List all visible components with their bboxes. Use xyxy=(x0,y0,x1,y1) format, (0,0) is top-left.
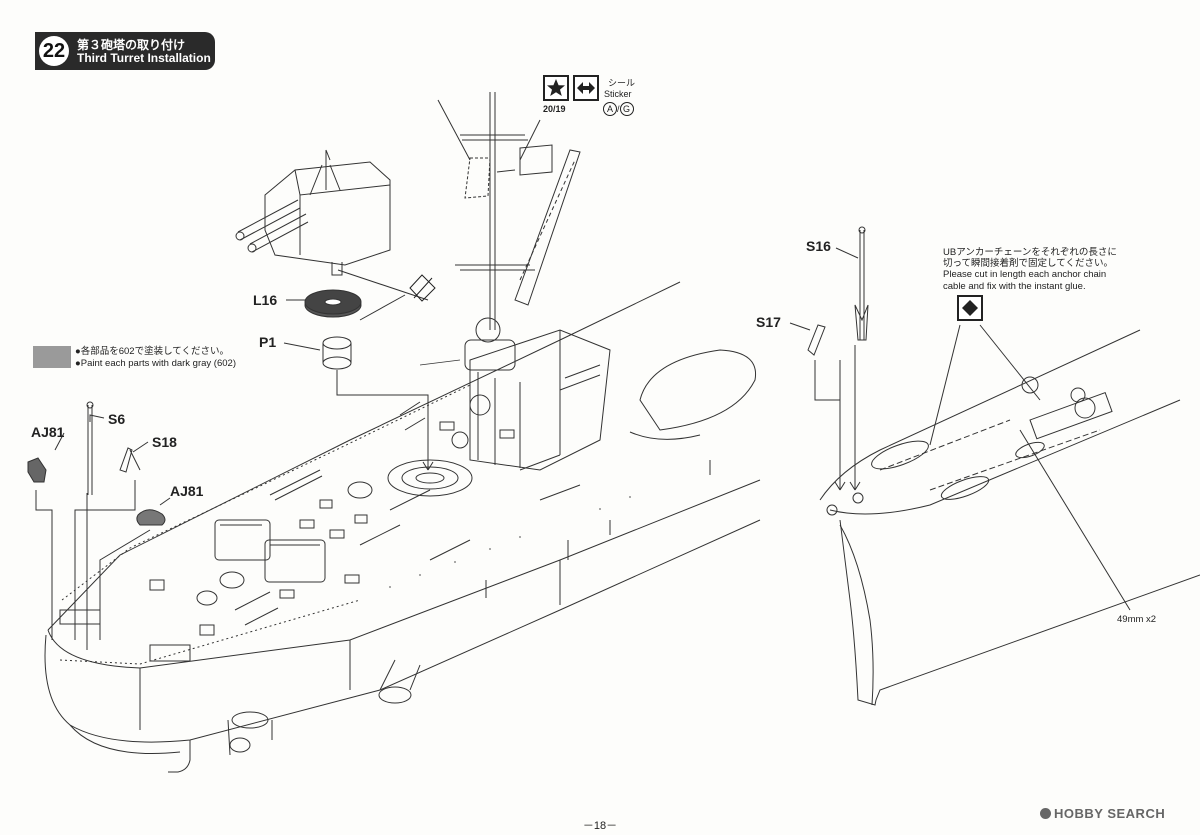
part-label-s6: S6 xyxy=(108,411,126,427)
anchor-note-en-1: Please cut in length each anchor chain xyxy=(943,269,1107,280)
watermark-logo-icon xyxy=(1040,808,1051,819)
anchor-note-jp-2: 切って瞬間接着剤で固定してください。 xyxy=(943,258,1113,269)
paint-color-swatch xyxy=(33,346,71,368)
page-number: －18－ xyxy=(582,820,618,832)
ref-g: G xyxy=(619,102,634,116)
bow-detail xyxy=(807,226,1200,706)
sticker-pointer-lines xyxy=(464,119,553,199)
ref-a: A xyxy=(603,102,617,116)
part-label-aj81-left: AJ81 xyxy=(31,424,65,440)
part-label-s16: S16 xyxy=(806,238,831,254)
flip-arrows-icon xyxy=(573,75,599,101)
sticker-ratio: 20/19 xyxy=(543,104,566,114)
measurement-label: 49mm x2 xyxy=(1117,614,1157,625)
step-title-en: Third Turret Installation xyxy=(77,51,211,65)
part-label-aj81-mid: AJ81 xyxy=(170,483,204,499)
battleship-hull-left xyxy=(44,92,761,773)
paint-note-en: ●Paint each parts with dark gray (602) xyxy=(75,358,236,369)
part-label-p1: P1 xyxy=(259,334,277,350)
anchor-note-en-2: cable and fix with the instant glue. xyxy=(943,281,1086,292)
step-number: 22 xyxy=(39,36,69,66)
sticker-label-en: Sticker xyxy=(604,89,632,99)
step-header: 22 第３砲塔の取り付け Third Turret Installation xyxy=(35,32,215,70)
part-label-s17: S17 xyxy=(756,314,781,330)
paint-note-jp: ●各部品を602で塗装してください。 xyxy=(75,346,230,357)
watermark-text: HOBBY SEARCH xyxy=(1054,806,1166,821)
sticker-refs: A/G xyxy=(603,102,634,116)
chain-diamond-icon xyxy=(957,295,983,321)
part-label-l16: L16 xyxy=(253,292,278,308)
watermark: HOBBY SEARCH xyxy=(1040,806,1165,821)
third-turret-assembly xyxy=(235,149,436,471)
part-label-s18: S18 xyxy=(152,434,177,450)
sticker-label-jp: シール xyxy=(608,78,636,88)
step-title-jp: 第３砲塔の取り付け xyxy=(77,38,186,52)
star-icon xyxy=(543,75,569,101)
left-callout-parts xyxy=(27,401,171,650)
anchor-note-jp-1: UBアンカーチェーンをそれぞれの長さに xyxy=(943,247,1117,258)
